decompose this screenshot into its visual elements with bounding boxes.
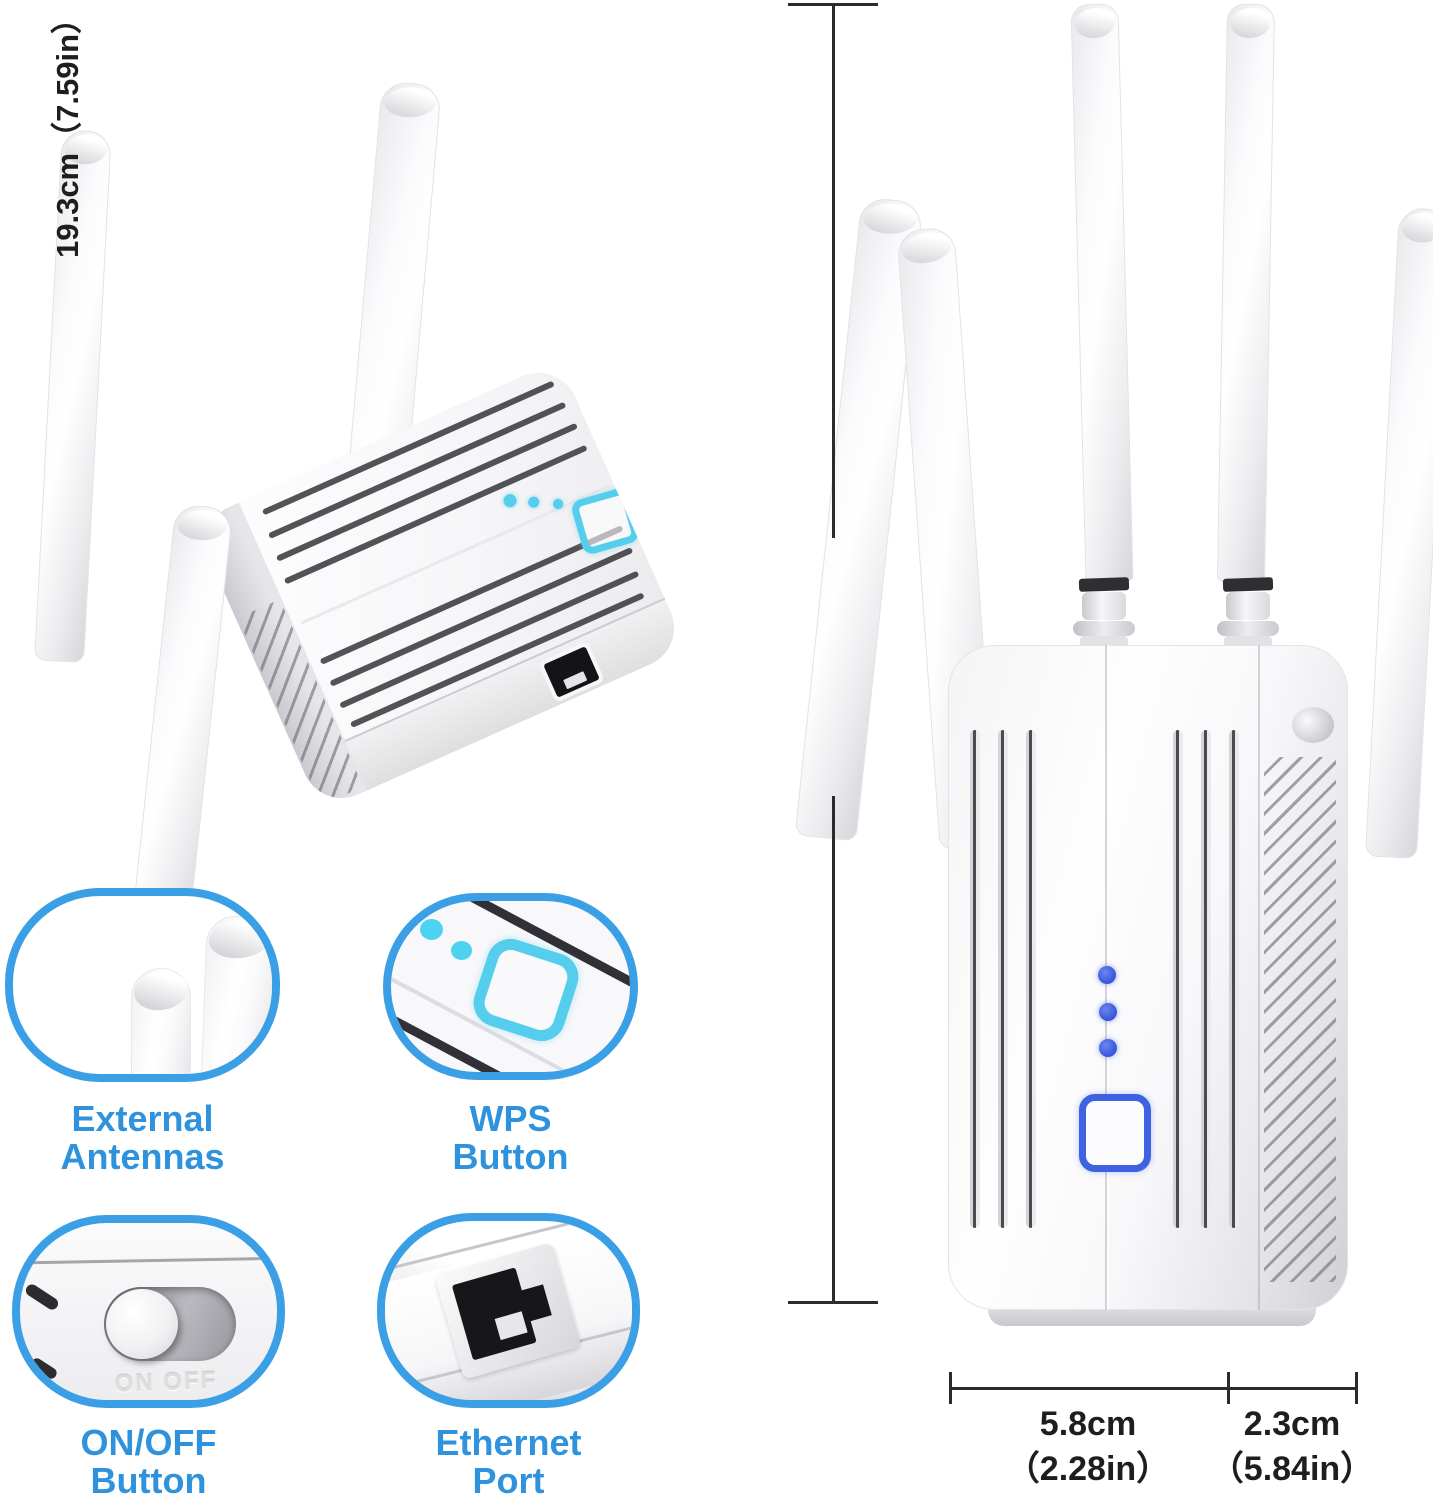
- callout-label-wps-button: WPS Button: [373, 1100, 648, 1176]
- width-inches-label: （2.28in）: [1005, 1450, 1171, 1488]
- height-dimension-label: 19.3cm（7.59in）: [0, 0, 130, 260]
- height-dimension-text: 19.3cm（7.59in）: [50, 2, 86, 258]
- callout-label-line1: WPS: [469, 1098, 552, 1139]
- led-indicator: [451, 941, 472, 960]
- antenna-tip-icon: [199, 914, 272, 1074]
- wps-button-icon: [1079, 1094, 1151, 1172]
- led-indicator: [1099, 1039, 1117, 1057]
- ethernet-port-icon: [543, 646, 600, 698]
- wifi-extender-front-view: [948, 645, 1348, 1310]
- led-indicator: [420, 919, 443, 940]
- callout-external-antennas: [5, 888, 280, 1082]
- antenna-cap: [1072, 5, 1117, 41]
- vent-slit: [275, 422, 578, 562]
- antenna-bevel: [206, 916, 272, 962]
- callout-label-external-antennas: External Antennas: [5, 1100, 280, 1176]
- vent-slit: [1229, 730, 1239, 1228]
- hinge-slot: [1078, 577, 1130, 592]
- side-vent-hatch: [1264, 757, 1336, 1282]
- depth-inches-label: （5.84in）: [1209, 1450, 1375, 1488]
- surface-seam: [25, 1256, 277, 1265]
- antenna-bevel: [131, 968, 191, 1014]
- antenna-cap: [177, 509, 228, 541]
- callout-ethernet-port: [377, 1213, 640, 1408]
- vent-slit: [970, 730, 980, 1228]
- callout-label-line1: Ethernet: [435, 1422, 582, 1463]
- led-indicator: [526, 494, 541, 510]
- width-dim-line: [950, 1387, 1358, 1390]
- width-dim-tick-left: [949, 1372, 952, 1404]
- callout-label-line2: Button: [90, 1460, 207, 1500]
- antenna-icon: [1216, 3, 1276, 583]
- hinge-cylinder: [1226, 592, 1270, 620]
- side-panel-seam: [1258, 645, 1260, 1310]
- ethernet-jack: [451, 1267, 537, 1361]
- hinge-collar: [1217, 621, 1279, 636]
- width-dim-tick-mid: [1227, 1372, 1230, 1404]
- vent-slit: [1201, 730, 1211, 1228]
- surface-seam: [400, 1061, 630, 1072]
- callout-on-off-button: ON OFF: [12, 1215, 285, 1408]
- antenna-cap: [1229, 6, 1273, 41]
- callout-label-line2: Port: [472, 1460, 545, 1500]
- antenna-cap: [899, 228, 955, 268]
- hinge-cylinder: [1082, 592, 1126, 620]
- callout-label-line2: Antennas: [60, 1136, 225, 1177]
- on-off-embossed-text: ON OFF: [114, 1367, 218, 1398]
- vent-slit: [1173, 730, 1183, 1228]
- wifi-extender-angled-view: [193, 360, 687, 811]
- antenna-mount-knob: [1292, 707, 1334, 743]
- antenna-icon: [1070, 3, 1134, 583]
- side-notch: [23, 1282, 61, 1312]
- antenna-cap: [863, 203, 918, 235]
- led-indicator: [501, 492, 519, 510]
- vent-slit: [1026, 730, 1036, 1228]
- callout-label-ethernet-port: Ethernet Port: [377, 1424, 640, 1500]
- led-indicator: [1099, 1003, 1117, 1021]
- vent-slit: [998, 730, 1008, 1228]
- callout-label-line1: ON/OFF: [80, 1422, 217, 1463]
- height-dim-line-lower: [832, 796, 835, 1303]
- toggle-knob-icon: [106, 1289, 178, 1359]
- callout-label-line1: External: [71, 1098, 214, 1139]
- ethernet-pins: [563, 671, 588, 690]
- depth-value-label: 2.3cm: [1243, 1405, 1341, 1443]
- antenna-icon: [1365, 207, 1433, 859]
- height-dim-tick-bottom: [788, 1301, 878, 1304]
- antenna-cap: [383, 86, 437, 119]
- hinge-collar: [1073, 621, 1135, 636]
- callout-label-line2: Button: [452, 1136, 569, 1177]
- width-dim-tick-right: [1355, 1372, 1358, 1404]
- callout-label-on-off-button: ON/OFF Button: [12, 1424, 285, 1500]
- side-notch: [29, 1356, 59, 1381]
- antenna-tip-icon: [131, 968, 191, 1074]
- callout-wps-button: [383, 893, 638, 1080]
- led-indicator: [1098, 966, 1116, 984]
- width-value-label: 5.8cm: [1039, 1405, 1137, 1443]
- antenna-cap: [1401, 210, 1433, 244]
- height-dim-line-upper: [832, 4, 835, 538]
- hinge-slot: [1222, 577, 1274, 592]
